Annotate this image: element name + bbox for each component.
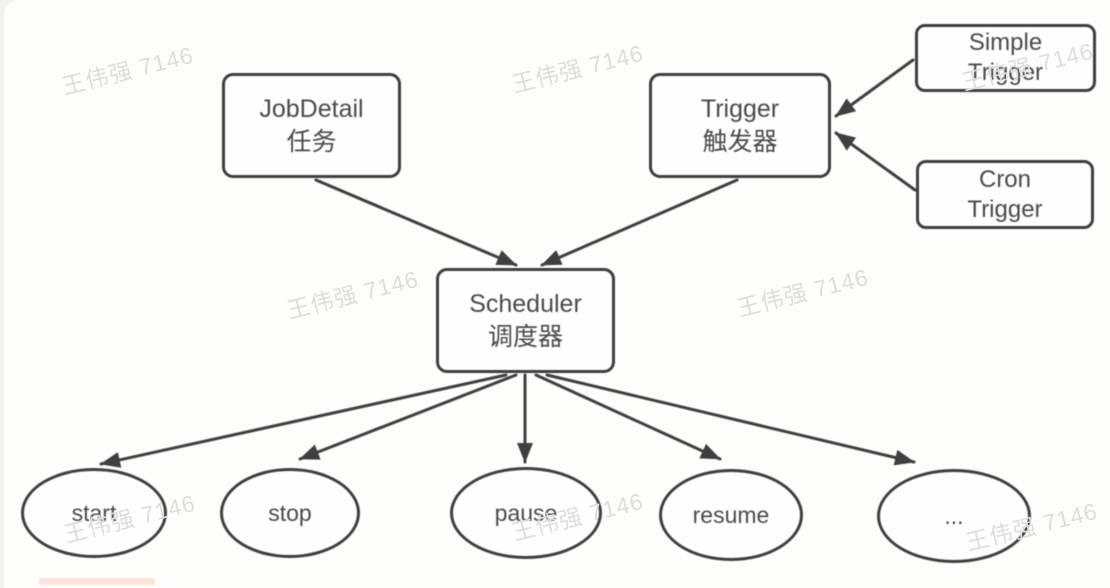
node-scheduler-title: Scheduler: [469, 289, 582, 318]
node-op-stop: stop: [220, 468, 360, 558]
highlight-mark: [39, 578, 155, 585]
node-jobdetail-title: JobDetail: [259, 94, 364, 123]
node-cron-trigger-subtitle: Trigger: [967, 195, 1043, 223]
node-op-more: ...: [877, 469, 1031, 563]
arrow-scheduler-to-more: [545, 373, 916, 466]
node-op-start: start: [21, 468, 167, 558]
node-simple-trigger: Simple Trigger: [915, 24, 1096, 92]
arrow-jobdetail-to-scheduler: [314, 178, 518, 267]
node-cron-trigger: Cron Trigger: [916, 160, 1094, 229]
diagram-canvas: JobDetail 任务 Trigger 触发器 Simple Trigger …: [4, 0, 1110, 588]
scheduler-architecture-diagram: JobDetail 任务 Trigger 触发器 Simple Trigger …: [4, 0, 1110, 588]
node-trigger-title: Trigger: [700, 94, 780, 123]
node-op-pause-label: pause: [494, 499, 558, 526]
arrow-scheduler-to-stop: [298, 373, 518, 461]
node-trigger-subtitle: 触发器: [702, 127, 778, 156]
connector-arrows: [99, 58, 917, 468]
node-trigger: Trigger 触发器: [649, 73, 831, 178]
node-op-more-label: ...: [944, 502, 964, 529]
node-op-pause: pause: [450, 467, 602, 559]
arrow-crontrigger-to-trigger: [834, 131, 917, 192]
node-jobdetail: JobDetail 任务: [222, 73, 401, 178]
node-cron-trigger-title: Cron: [978, 165, 1032, 193]
node-op-stop-label: stop: [268, 499, 312, 526]
node-scheduler: Scheduler 调度器: [436, 268, 615, 373]
node-scheduler-subtitle: 调度器: [487, 322, 563, 351]
arrow-scheduler-to-start: [99, 373, 508, 468]
node-simple-trigger-subtitle: Trigger: [967, 59, 1044, 86]
node-op-resume: resume: [659, 469, 803, 561]
arrow-scheduler-to-resume: [534, 373, 722, 461]
node-simple-trigger-title: Simple: [968, 29, 1043, 56]
node-op-start-label: start: [71, 499, 117, 526]
node-jobdetail-subtitle: 任务: [286, 127, 337, 156]
node-op-resume-label: resume: [692, 501, 770, 528]
arrow-simpletrigger-to-trigger: [834, 58, 915, 118]
arrow-trigger-to-scheduler: [540, 178, 739, 267]
